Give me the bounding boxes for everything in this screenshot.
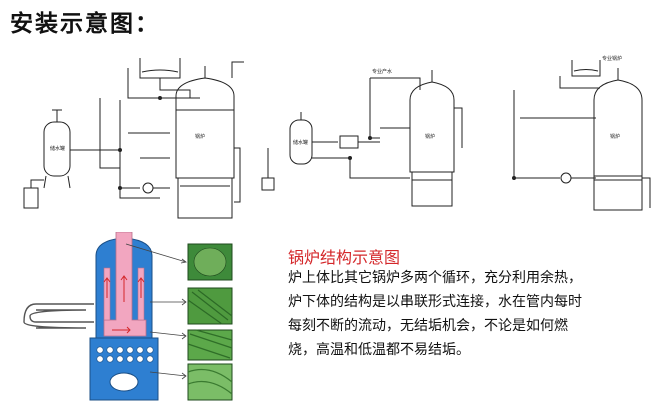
tube-photos [187, 243, 233, 401]
boiler-2 [409, 81, 455, 173]
flue-passage [103, 232, 147, 337]
product-label-2: 专业锅炉 [602, 55, 622, 62]
page-title: 安装示意图： [10, 10, 160, 37]
structure-title: 锅炉结构示意图 [288, 248, 401, 267]
tank-label-2: 储水罐 [293, 139, 308, 146]
install-system-1 [23, 58, 244, 219]
coil-exchanger [23, 303, 94, 329]
boiler-label-2: 锅炉 [425, 133, 435, 140]
install-system-3 [513, 60, 651, 211]
install-system-2 [261, 70, 463, 207]
installation-diagram: 储水罐 锅炉 储水罐 锅炉 锅炉 专业产水 专业锅炉 [23, 55, 651, 219]
boiler-1 [175, 77, 235, 179]
firebox-door [109, 372, 139, 392]
boiler-3 [593, 79, 643, 211]
product-label-1: 专业产水 [372, 68, 392, 75]
boiler-structure-diagram [23, 232, 233, 401]
structure-description: 炉上体比其它锅炉多两个循环，充分利用余热，炉下体的结构是以串联形式连接，水在管内… [288, 270, 582, 358]
tank-label-1: 储水罐 [50, 145, 65, 152]
boiler-label-1: 锅炉 [195, 133, 205, 140]
boiler-label-3: 锅炉 [610, 133, 620, 140]
